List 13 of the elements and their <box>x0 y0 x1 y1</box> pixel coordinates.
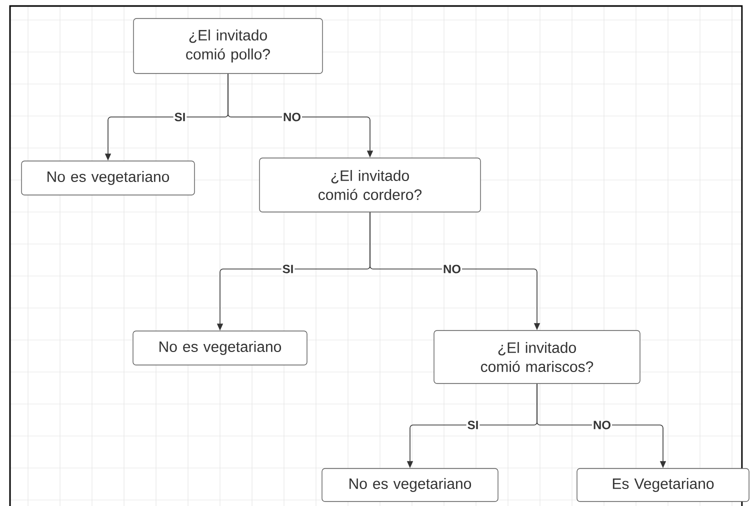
result-box: No es vegetariano <box>132 330 308 366</box>
edge-label: SI <box>466 420 480 430</box>
edge-label: SI <box>281 264 295 274</box>
edge-label: NO <box>592 420 612 430</box>
result-box: No es vegetariano <box>322 468 498 502</box>
edge-label: SI <box>173 112 187 122</box>
edge-label: NO <box>282 112 302 122</box>
edge-label: NO <box>442 264 462 274</box>
result-box: No es vegetariano <box>21 160 195 196</box>
question-box: ¿El invitado comió mariscos? <box>434 330 640 384</box>
question-box: ¿El invitado comió pollo? <box>133 18 323 74</box>
question-box: ¿El invitado comió cordero? <box>259 158 481 212</box>
result-box: Es Vegetariano <box>576 468 750 502</box>
